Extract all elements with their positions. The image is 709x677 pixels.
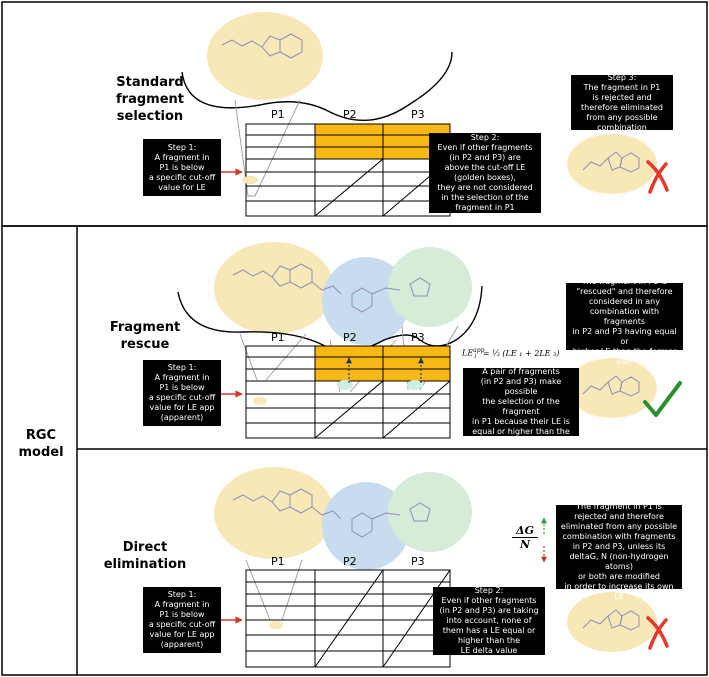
p1-fragment-dot — [269, 621, 283, 629]
check-icon — [643, 381, 682, 417]
standard-molecule-group — [181, 12, 453, 197]
column-header-p2: P2 — [343, 555, 357, 568]
p1-fragment-blob — [207, 12, 323, 100]
column-header-p2: P2 — [343, 331, 357, 344]
panel-title-elimination: Direct elimination — [103, 540, 187, 572]
standard-step2-box: Step 2: Even if other fragments (in P2 a… — [429, 133, 541, 213]
formula-rhs: = ⅓ (LE ₁ + 2LE ₃) — [482, 348, 560, 358]
p3-fragment-dot — [407, 380, 423, 390]
le-app-formula: LEappi = ⅓ (LE ₁ + 2LE ₃) — [462, 347, 559, 360]
cross-icon — [646, 616, 669, 650]
column-header-p3: P3 — [411, 555, 425, 568]
p1-fragment-dot — [242, 175, 258, 185]
dg-numerator: ΔG — [512, 524, 538, 538]
formula-lhs: LE — [462, 348, 474, 358]
p2-fragment-dot — [337, 380, 353, 390]
column-header-p3: P3 — [411, 331, 425, 344]
p2-fragment-blob — [322, 482, 410, 570]
rejected-fragment-blob — [567, 134, 657, 194]
column-header-p1: P1 — [271, 555, 285, 568]
rescued-fragment-blob — [567, 358, 657, 418]
column-header-p3: P3 — [411, 108, 425, 121]
fragment-cone — [234, 99, 301, 197]
rescue-step1-box: Step 1: A fragment in P1 is below a spec… — [143, 360, 221, 426]
elimination-result-group — [567, 592, 669, 652]
column-header-p1: P1 — [271, 108, 285, 121]
column-header-p1: P1 — [271, 331, 285, 344]
standard-step3-box: Step 3: The fragment in P1 is rejected a… — [571, 73, 673, 132]
scaffold-curve — [181, 51, 453, 122]
p3-fragment-blob — [388, 247, 472, 327]
elimination-step3-box: Step 3: The fragment in P1 is rejected a… — [556, 492, 682, 601]
elimination-step2-box: Step 2: Even if other fragments (in P2 a… — [433, 586, 545, 655]
standard-step1-box: Step 1: A fragment in P1 is below a spec… — [143, 139, 221, 196]
p1-fragment-blob — [214, 467, 334, 559]
rgc-model-label: RGC model — [18, 428, 64, 460]
column-header-p2: P2 — [343, 108, 357, 121]
rescue-step3-box: Step 3: The fragment in P1 is "rescued" … — [566, 267, 683, 366]
dg-denominator: N — [519, 538, 531, 551]
panel-title-rescue: Fragment rescue — [109, 320, 181, 352]
elimination-molecule-group — [214, 467, 472, 621]
rescue-molecule-group — [177, 242, 483, 393]
panel-title-standard: Standard fragment selection — [116, 75, 184, 124]
p2-fragment-blob — [322, 257, 410, 345]
p1-fragment-blob — [214, 242, 334, 334]
standard-table — [242, 123, 451, 217]
molecule-icon — [582, 609, 640, 631]
cross-icon — [646, 160, 669, 194]
p1-fragment-dot — [253, 397, 267, 405]
molecule-icon — [232, 263, 431, 313]
rescue-table — [245, 345, 451, 439]
molecule-icon — [221, 33, 303, 59]
dg-over-n-fraction: ΔG N — [512, 524, 538, 551]
elimination-table — [245, 569, 451, 668]
panel-rgc-border — [1, 225, 708, 676]
rejected-fragment-blob — [567, 592, 657, 652]
rescue-result-group — [567, 358, 682, 418]
standard-result-group — [567, 134, 669, 194]
scaffold-curve — [177, 285, 483, 352]
formula-sub: i — [474, 353, 477, 361]
elimination-step1-box: Step 1: A fragment in P1 is below a spec… — [143, 587, 221, 653]
p3-fragment-blob — [388, 472, 472, 552]
rescue-step2-box: Step 2: A pair of fragments (in P2 and P… — [463, 357, 579, 446]
molecule-icon — [582, 375, 640, 397]
molecule-icon — [582, 151, 640, 173]
molecule-icon — [232, 488, 431, 538]
